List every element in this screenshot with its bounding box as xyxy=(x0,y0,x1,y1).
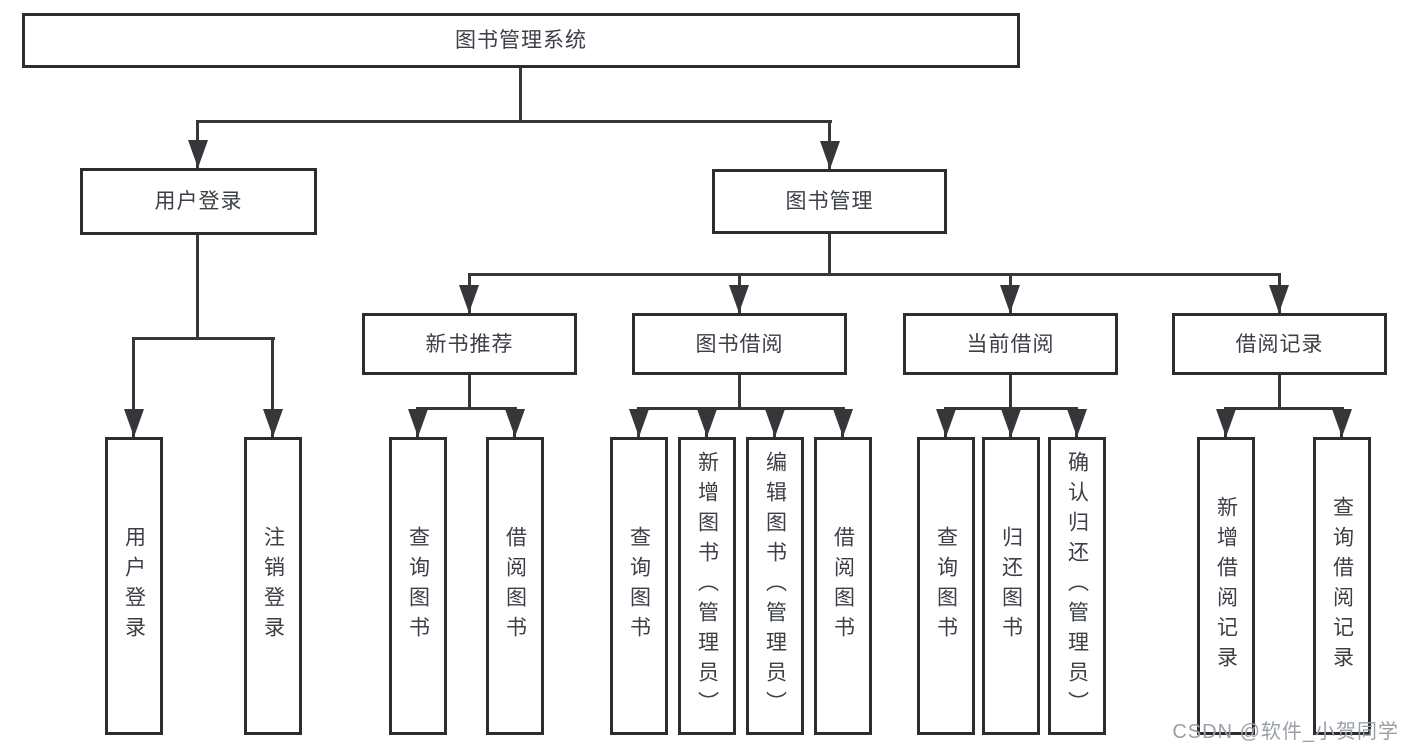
connector-user-login-branch xyxy=(133,337,275,340)
leaf-logout-label: 注销登录 xyxy=(261,526,285,646)
node-root: 图书管理系统 xyxy=(22,13,1020,68)
leaf-borrow-edit-books-admin-label: 编辑图书（管理员） xyxy=(763,451,787,721)
connector-level2-branch xyxy=(468,273,1281,276)
node-borrow-records: 借阅记录 xyxy=(1172,313,1387,375)
arrow-down-current-icon xyxy=(1000,285,1020,313)
leaf-borrow-add-books-admin-label: 新增图书（管理员） xyxy=(695,451,719,721)
connector-current-stem xyxy=(1009,375,1012,407)
arrow-down-borrow-icon xyxy=(729,285,749,313)
node-new-book-recommend-label: 新书推荐 xyxy=(425,332,514,356)
leaf-recommend-query-books-label: 查询图书 xyxy=(406,526,430,646)
connector-recommend-stem xyxy=(468,375,471,407)
leaf-current-query-books: 查询图书 xyxy=(917,437,975,735)
connector-book-management-stem xyxy=(828,234,831,273)
arrow-down-records-leaf-2-icon xyxy=(1332,409,1352,437)
leaf-records-query-record-label: 查询借阅记录 xyxy=(1330,496,1354,676)
connector-recommend-branch xyxy=(417,407,517,410)
arrow-down-recommend-icon xyxy=(459,285,479,313)
connector-borrow-stem xyxy=(738,375,741,407)
node-current-borrow-label: 当前借阅 xyxy=(966,332,1055,356)
arrow-down-current-leaf-2-icon xyxy=(1001,409,1021,437)
arrow-down-records-icon xyxy=(1269,285,1289,313)
leaf-current-confirm-return-admin: 确认归还（管理员） xyxy=(1048,437,1106,735)
arrow-down-book-management-icon xyxy=(820,141,840,169)
arrow-down-borrow-leaf-4-icon xyxy=(833,409,853,437)
leaf-user-login-label: 用户登录 xyxy=(122,526,146,646)
connector-root-branch xyxy=(197,120,832,123)
leaf-user-login: 用户登录 xyxy=(105,437,163,735)
leaf-records-add-record-label: 新增借阅记录 xyxy=(1214,496,1238,676)
node-book-borrow-label: 图书借阅 xyxy=(695,332,784,356)
leaf-records-add-record: 新增借阅记录 xyxy=(1197,437,1255,735)
arrow-down-current-leaf-1-icon xyxy=(936,409,956,437)
node-root-label: 图书管理系统 xyxy=(455,29,587,52)
leaf-recommend-query-books: 查询图书 xyxy=(389,437,447,735)
connector-user-login-stem xyxy=(196,235,199,337)
arrow-down-recommend-leaf-2-icon xyxy=(505,409,525,437)
node-current-borrow: 当前借阅 xyxy=(903,313,1118,375)
leaf-records-query-record: 查询借阅记录 xyxy=(1313,437,1371,735)
arrow-down-leaf-login-2-icon xyxy=(263,409,283,437)
arrow-down-leaf-login-1-icon xyxy=(124,409,144,437)
node-book-borrow: 图书借阅 xyxy=(632,313,847,375)
connector-borrow-branch xyxy=(638,407,845,410)
leaf-borrow-query-books: 查询图书 xyxy=(610,437,668,735)
leaf-recommend-borrow-books-label: 借阅图书 xyxy=(503,526,527,646)
node-book-management: 图书管理 xyxy=(712,169,947,234)
watermark: CSDN @软件_小贺同学 xyxy=(1172,721,1399,743)
arrow-down-current-leaf-3-icon xyxy=(1067,409,1087,437)
leaf-current-return-books-label: 归还图书 xyxy=(999,526,1023,646)
arrow-down-borrow-leaf-1-icon xyxy=(629,409,649,437)
arrow-down-borrow-leaf-3-icon xyxy=(765,409,785,437)
leaf-borrow-edit-books-admin: 编辑图书（管理员） xyxy=(746,437,804,735)
node-user-login: 用户登录 xyxy=(80,168,317,235)
leaf-borrow-borrow-books-label: 借阅图书 xyxy=(831,526,855,646)
arrow-down-borrow-leaf-2-icon xyxy=(697,409,717,437)
leaf-borrow-borrow-books: 借阅图书 xyxy=(814,437,872,735)
leaf-borrow-add-books-admin: 新增图书（管理员） xyxy=(678,437,736,735)
arrow-down-recommend-leaf-1-icon xyxy=(408,409,428,437)
leaf-current-confirm-return-admin-label: 确认归还（管理员） xyxy=(1065,451,1089,721)
arrow-down-user-login-icon xyxy=(188,140,208,168)
connector-drop-leaf-login-1 xyxy=(132,337,135,437)
connector-drop-leaf-login-2 xyxy=(271,337,274,437)
node-borrow-records-label: 借阅记录 xyxy=(1235,332,1324,356)
leaf-current-query-books-label: 查询图书 xyxy=(934,526,958,646)
leaf-borrow-query-books-label: 查询图书 xyxy=(627,526,651,646)
connector-records-stem xyxy=(1278,375,1281,407)
leaf-recommend-borrow-books: 借阅图书 xyxy=(486,437,544,735)
node-new-book-recommend: 新书推荐 xyxy=(362,313,577,375)
leaf-logout: 注销登录 xyxy=(244,437,302,735)
connector-root-stem xyxy=(519,68,522,120)
arrow-down-records-leaf-1-icon xyxy=(1216,409,1236,437)
connector-records-branch xyxy=(1225,407,1344,410)
node-book-management-label: 图书管理 xyxy=(785,190,874,213)
node-user-login-label: 用户登录 xyxy=(154,190,243,213)
leaf-current-return-books: 归还图书 xyxy=(982,437,1040,735)
